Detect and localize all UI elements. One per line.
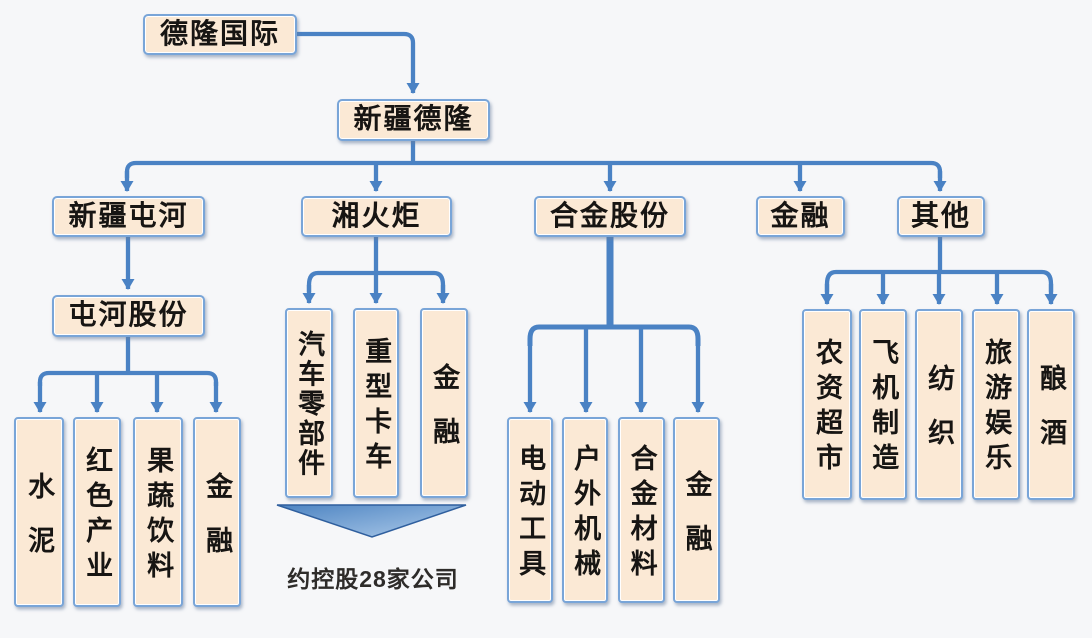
org-branch-xiang-torch: 湘火炬 [301, 196, 452, 237]
org-unit-cement: 水泥 [14, 417, 64, 607]
org-unit-textile: 纺织 [915, 309, 963, 500]
org-node-delong-international: 德隆国际 [143, 14, 297, 55]
org-node-tunhe-shares: 屯河股份 [52, 295, 205, 337]
org-unit-electric-tools: 电动工具 [507, 417, 553, 603]
callout-triangle-icon [276, 504, 467, 538]
org-unit-auto-parts: 汽车零部件 [285, 308, 333, 498]
org-unit-outdoor-machinery: 户外机械 [562, 417, 608, 603]
org-unit-liquor: 酿酒 [1027, 309, 1075, 500]
org-node-xinjiang-delong: 新疆德隆 [337, 99, 490, 141]
org-unit-tourism-entertainment: 旅游娱乐 [972, 309, 1020, 500]
org-unit-finance-a: 金融 [193, 417, 241, 607]
org-branch-xinjiang-tunhe: 新疆屯河 [52, 196, 205, 237]
org-branch-alloy-shares: 合金股份 [534, 196, 686, 237]
org-unit-aircraft-manufacturing: 飞机制造 [859, 309, 907, 500]
org-unit-fruit-vegetable-beverage: 果蔬饮料 [133, 417, 183, 607]
org-unit-finance-b: 金融 [420, 308, 468, 498]
org-branch-finance: 金融 [756, 196, 845, 237]
org-unit-finance-c: 金融 [673, 417, 720, 603]
org-unit-agri-supermarket: 农资超市 [802, 309, 852, 500]
org-unit-red-industry: 红色产业 [73, 417, 121, 607]
org-unit-heavy-trucks: 重型卡车 [353, 308, 399, 498]
org-branch-others: 其他 [897, 196, 985, 237]
callout-note-text: 约控股28家公司 [287, 566, 459, 592]
org-unit-alloy-materials: 合金材料 [618, 417, 665, 603]
